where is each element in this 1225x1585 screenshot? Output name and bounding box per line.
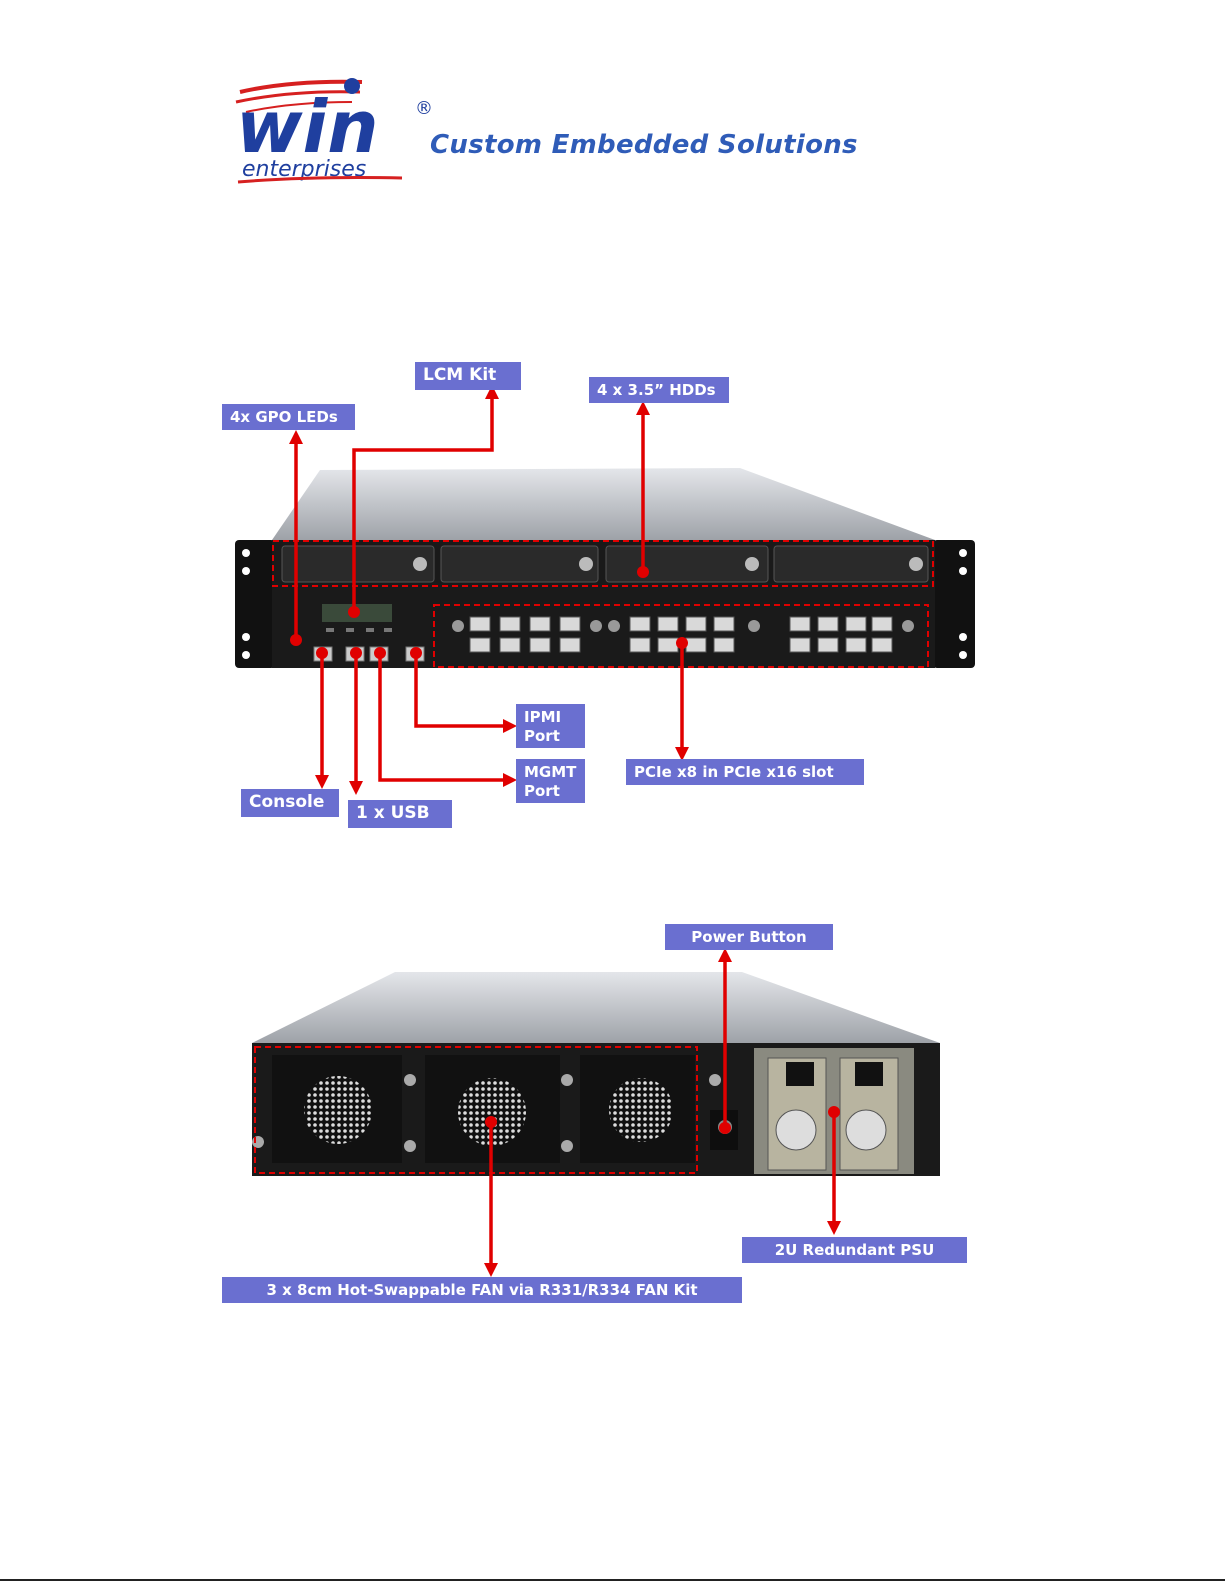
callout-hdds: 4 x 3.5” HDDs	[589, 377, 729, 403]
callout-ipmi-port: IPMI Port	[516, 704, 585, 748]
callout-console: Console	[241, 789, 339, 817]
callout-redundant-psu: 2U Redundant PSU	[742, 1237, 967, 1263]
callout-usb: 1 x USB	[348, 800, 452, 828]
front-chassis	[235, 468, 975, 668]
callout-pcie-slot: PCIe x8 in PCIe x16 slot	[626, 759, 864, 785]
callout-lcm-kit: LCM Kit	[415, 362, 521, 390]
callout-gpo-leds: 4x GPO LEDs	[222, 404, 355, 430]
footer-rule	[0, 1579, 1225, 1581]
rear-chassis	[252, 972, 940, 1176]
callout-fan-kit: 3 x 8cm Hot-Swappable FAN via R331/R334 …	[222, 1277, 742, 1303]
callout-mgmt-port: MGMT Port	[516, 759, 585, 803]
callout-power-button: Power Button	[665, 924, 833, 950]
